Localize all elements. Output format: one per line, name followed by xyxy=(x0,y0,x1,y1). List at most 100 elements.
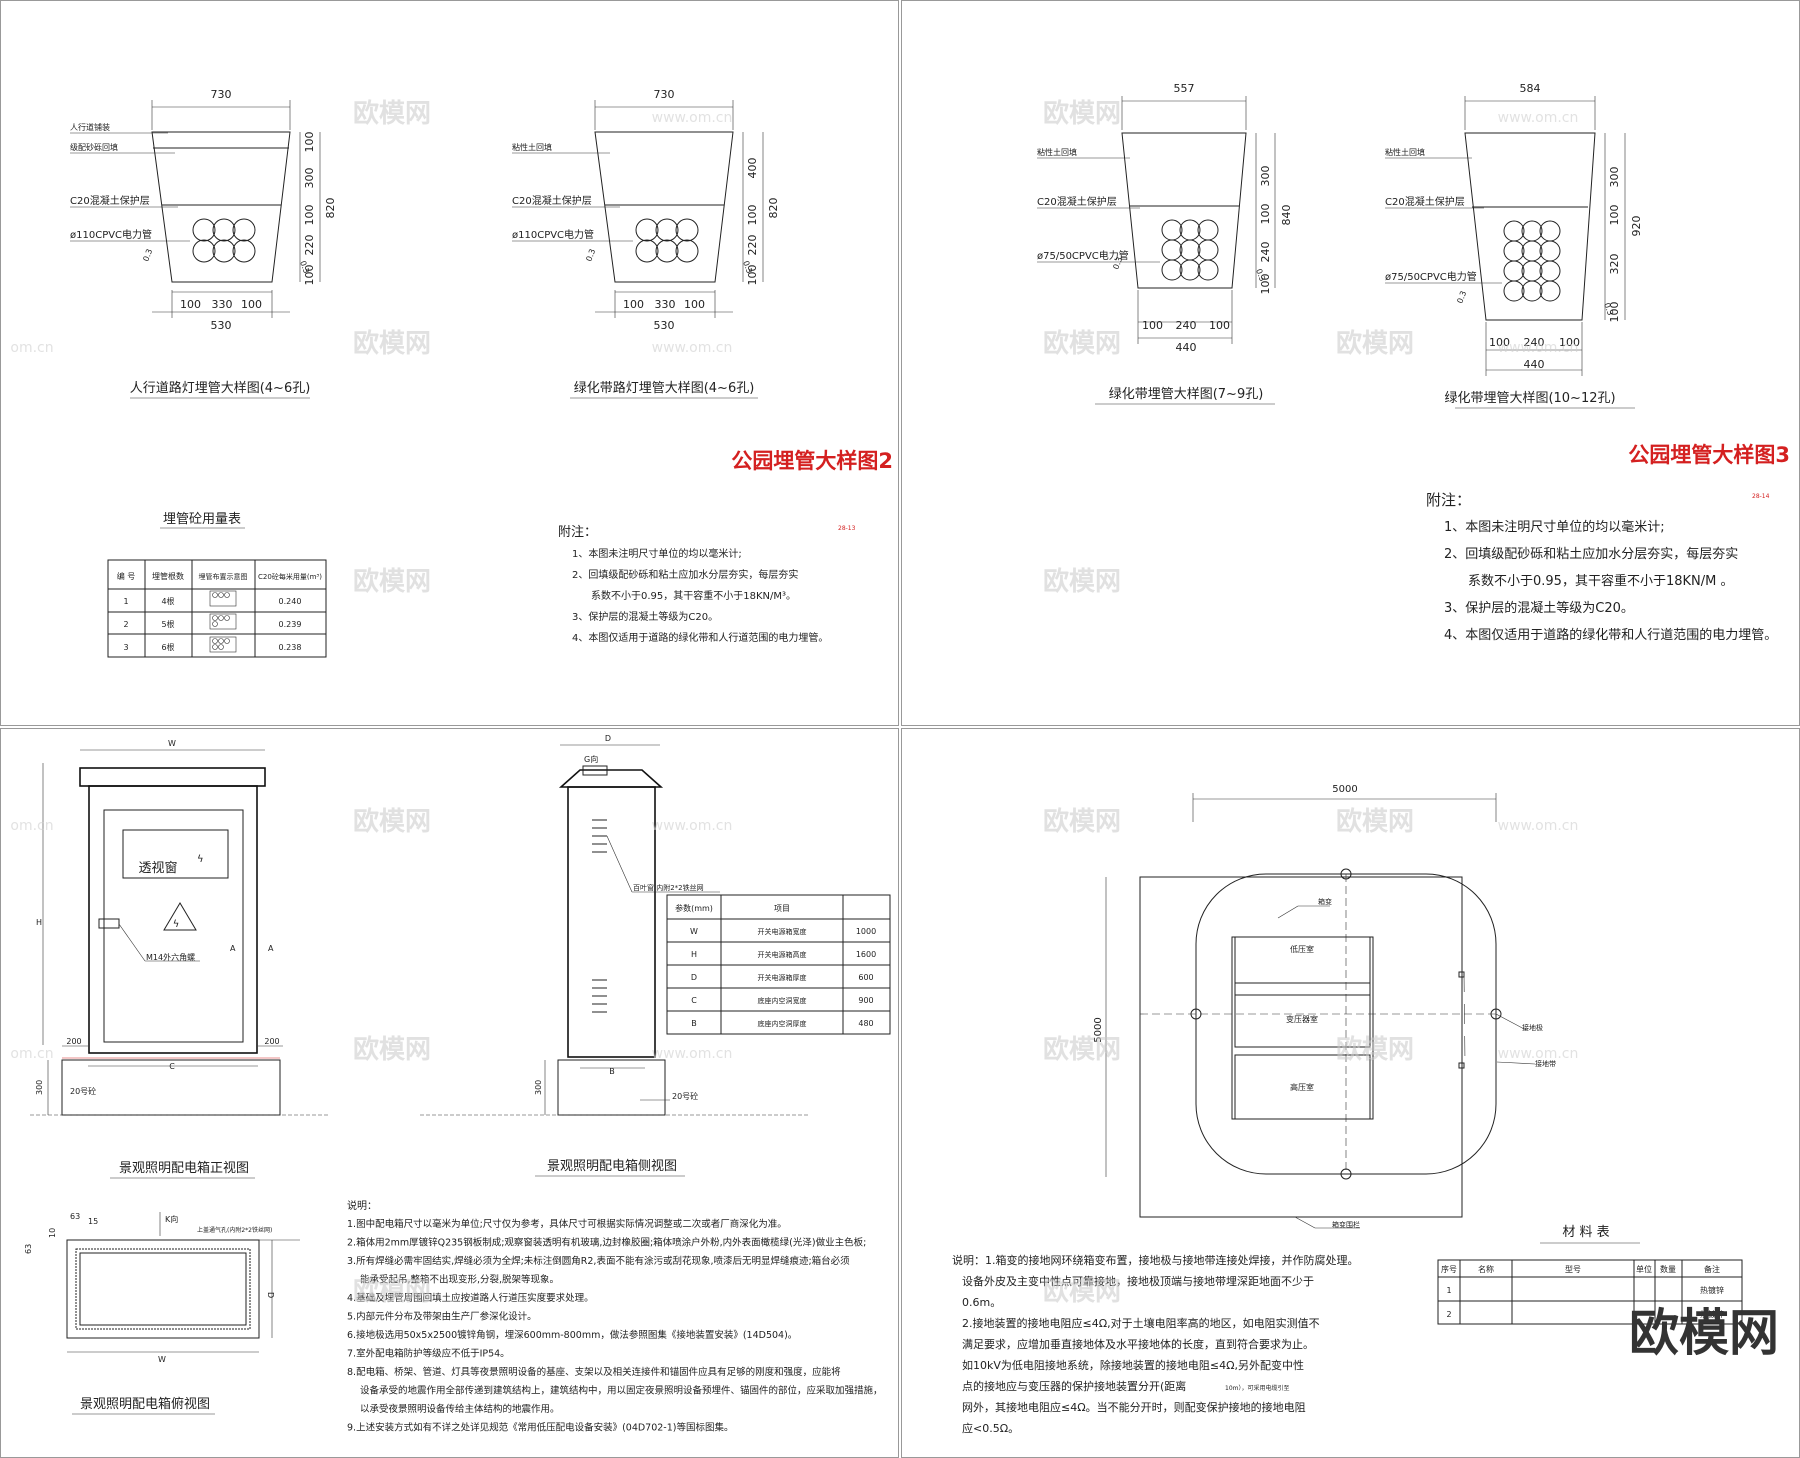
table-cell: 5根 xyxy=(161,619,174,629)
label-backfill: 粘性土回填 xyxy=(512,142,552,152)
dim-2: 100 xyxy=(1608,205,1621,226)
trench-detail-3: 557 粘性土回填 C20混凝土保护层 ø75/50CPVC电力管 300 10… xyxy=(1037,82,1293,405)
dim-15: 15 xyxy=(88,1217,98,1226)
param-desc: 开关电源箱厚度 xyxy=(758,973,807,982)
dim-3: 240 xyxy=(1259,242,1272,263)
note-line: 5.内部元件分布及带架由生产厂参深化设计。 xyxy=(347,1311,537,1323)
note-line: 设备外皮及主变中性点可靠接地，接地极顶端与接地带埋深距地面不少于 xyxy=(962,1274,1314,1288)
pipe-layout-icon xyxy=(209,636,237,653)
lightning-icon: ϟ xyxy=(197,854,204,865)
page-code: 28-13 xyxy=(838,525,856,532)
dim-3: 100 xyxy=(303,205,316,226)
note-3: 3、保护层的混凝土等级为C20。 xyxy=(572,610,718,623)
label-pipe: ø110CPVC电力管 xyxy=(70,228,152,241)
detail-title: 绿化带埋管大样图(10~12孔) xyxy=(1444,391,1615,406)
bottom-dim-1: 100 xyxy=(623,298,644,311)
note-4: 4、本图仅适用于道路的绿化带和人行道范围的电力埋管。 xyxy=(572,631,828,644)
sheet-title: 公园埋管大样图3 xyxy=(1628,443,1790,467)
sheet-title: 公园埋管大样图2 xyxy=(731,449,893,473)
mat-cell: 热镀锌 xyxy=(1700,1285,1724,1295)
bottom-width: 530 xyxy=(211,319,232,332)
watermark-url: www.om.cn xyxy=(652,110,733,126)
top-width: 584 xyxy=(1520,82,1541,95)
mat-header: 序号 xyxy=(1441,1264,1457,1274)
watermark-url: www.om.cn xyxy=(652,1046,733,1062)
dim-2: 300 xyxy=(303,168,316,189)
table-cell: 0.239 xyxy=(279,620,302,629)
note-4: 4、本图仅适用于道路的绿化带和人行道范围的电力埋管。 xyxy=(1444,627,1777,643)
watermarks: 欧模网欧模网欧模网欧模网欧模网欧模网欧模网欧模网欧模网欧模网欧模网欧模网欧模网欧… xyxy=(10,98,1578,1307)
watermark: 欧模网 xyxy=(1043,1276,1121,1307)
label-concrete: C20混凝土保护层 xyxy=(512,194,592,207)
dim-1: 400 xyxy=(746,158,759,179)
note-line: 以承受夜景照明设备传给主体结构的地震作用。 xyxy=(360,1403,560,1415)
table-cell: 0.240 xyxy=(279,597,302,606)
height-dim: 5000 xyxy=(1093,1017,1104,1042)
mat-cell: 热镀锌 xyxy=(1700,1309,1724,1319)
mat-cell: 2 xyxy=(1446,1310,1451,1319)
slope-right: 0.3 xyxy=(298,260,311,275)
notes-heading: 说明： xyxy=(347,1199,377,1212)
cabinet-front-view: W H 透视窗 ϟ ϟ M14外六角螺 A A 200 200 C 300 20… xyxy=(30,739,330,1179)
dim-4: 100 xyxy=(1259,274,1272,295)
note-line: 点的接地应与变压器的保护接地装置分开(距离 xyxy=(962,1379,1186,1393)
trench-detail-1: 730 人行道铺装 级配砂砾回填 C20混凝土保护层 ø110CPVC电力管 1… xyxy=(70,88,337,399)
bottom-width: 440 xyxy=(1176,341,1197,354)
table-cell: 6根 xyxy=(161,642,174,652)
dim-1: 300 xyxy=(1608,167,1621,188)
dim-10: 10 xyxy=(48,1228,57,1238)
total-height: 820 xyxy=(324,198,337,219)
watermark: 欧模网 xyxy=(1043,328,1121,359)
watermark-url: www.om.cn xyxy=(1498,110,1579,126)
slope-left: 0.3 xyxy=(141,248,154,263)
notes-heading: 附注： xyxy=(558,525,597,540)
param-value: 480 xyxy=(858,1019,873,1028)
dim-1: 100 xyxy=(303,132,316,153)
total-height: 840 xyxy=(1280,205,1293,226)
bottom-dim-2: 330 xyxy=(655,298,676,311)
watermark: 欧模网 xyxy=(1043,98,1121,129)
label-concrete: C20混凝土保护层 xyxy=(1037,195,1117,208)
watermark: 欧模网 xyxy=(1336,1034,1414,1065)
mat-header: 数量 xyxy=(1660,1264,1676,1274)
cabinet-top-view: K向 上盖通气孔(内附2*2铁丝网) 63 15 10 63 W D 景观照明配… xyxy=(24,1212,300,1415)
param-key: D xyxy=(691,973,697,982)
g-direction: G向 xyxy=(584,754,598,764)
k-direction: K向 xyxy=(165,1214,178,1224)
dim-4: 220 xyxy=(303,235,316,256)
bottom-dim-3: 100 xyxy=(684,298,705,311)
table-cell: 0.238 xyxy=(279,643,302,652)
slope-right: 0.3 xyxy=(741,260,754,275)
dim-d: D xyxy=(605,734,611,743)
view-title: 景观照明配电箱侧视图 xyxy=(547,1158,677,1174)
note-2b: 系数不小于0.95，其干容重不小于18KN/M 。 xyxy=(1468,573,1733,589)
note-2b: 系数不小于0.95，其干容重不小于18KN/M³。 xyxy=(591,589,796,602)
notes-p2: 附注： 1、本图未注明尺寸单位的均以毫米计; 2、回填级配砂砾和粘土应加水分层夯… xyxy=(1426,491,1777,643)
room-transformer: 变压器室 xyxy=(1286,1014,1318,1024)
dim-base: 300 xyxy=(534,1080,543,1095)
label-paving: 人行道铺装 xyxy=(70,122,110,132)
top-width: 557 xyxy=(1174,82,1195,95)
vent-label: 上盖通气孔(内附2*2铁丝网) xyxy=(197,1226,272,1234)
dim-63-left: 63 xyxy=(24,1244,33,1254)
param-value: 900 xyxy=(858,996,873,1005)
dim-d: D xyxy=(266,1292,275,1298)
note-line: 3.所有焊缝必需牢固结实,焊缝必须为全焊;未标注倒圆角R2,表面不能有涂污或刮花… xyxy=(347,1255,850,1267)
view-title: 景观照明配电箱俯视图 xyxy=(80,1396,210,1412)
table-title: 埋管砼用量表 xyxy=(163,512,241,527)
watermark: 欧模网 xyxy=(353,1034,431,1065)
note-line: 2.箱体用2mm厚镀锌Q235钢板制成;观察窗装透明有机玻璃,边封橡胶圈;箱体喷… xyxy=(347,1237,866,1249)
room-high-voltage: 高压室 xyxy=(1290,1082,1314,1092)
watermark-url: www.om.cn xyxy=(652,340,733,356)
note-2: 2、回填级配砂砾和粘土应加水分层夯实，每层夯实 xyxy=(1444,546,1738,562)
mat-cell: 1 xyxy=(1446,1286,1451,1295)
label-wall: 箱变围栏 xyxy=(1332,1220,1360,1229)
col-header-id: 编 号 xyxy=(117,571,136,581)
pipe-layout-icon xyxy=(209,613,237,630)
note-line: 2.接地装置的接地电阻应≤4Ω,对于土壤电阻率高的地区，如电阻实测值不 xyxy=(962,1316,1320,1330)
dim-2: 100 xyxy=(1259,204,1272,225)
detail-title: 绿化带埋管大样图(7~9孔) xyxy=(1109,387,1264,402)
watermark: 欧模网 xyxy=(1336,328,1414,359)
note-line: 说明：1.箱变的接地网环绕箱变布置，接地极与接地带连接处焊接，并作防腐处理。 xyxy=(952,1253,1359,1267)
